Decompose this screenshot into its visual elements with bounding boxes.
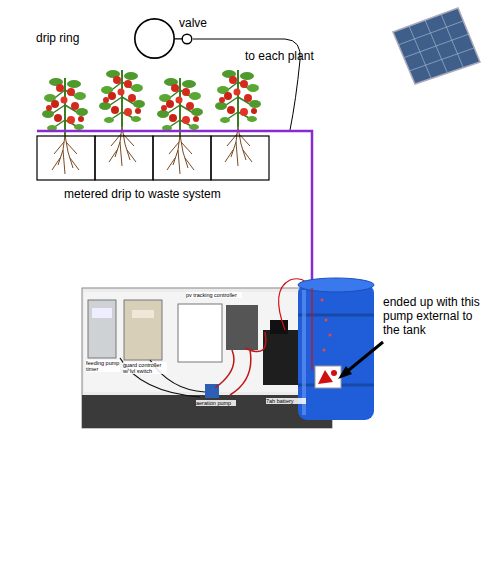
pump-callout: ended up with this pump external to the … [383,296,483,337]
node-text: drip ring [36,31,79,45]
photo-label: pv tracking controller [186,292,242,298]
circle-outline [182,34,192,44]
photo-label: 7ah battery [266,398,306,404]
photo-label: feeding pump timer [86,360,120,372]
node-text: valve [179,16,207,30]
photo-label: aeration pump [196,400,236,406]
valve-circle: valve [182,34,192,44]
pipe-line [175,38,182,39]
feed-line-label: to each plant [245,50,345,64]
drip-ring-circle: drip ring [134,18,175,59]
photo-label: guard controller w/ lvl switch [123,362,167,374]
waste-label: metered drip to waste system [64,188,284,202]
circle-outline [134,18,175,59]
